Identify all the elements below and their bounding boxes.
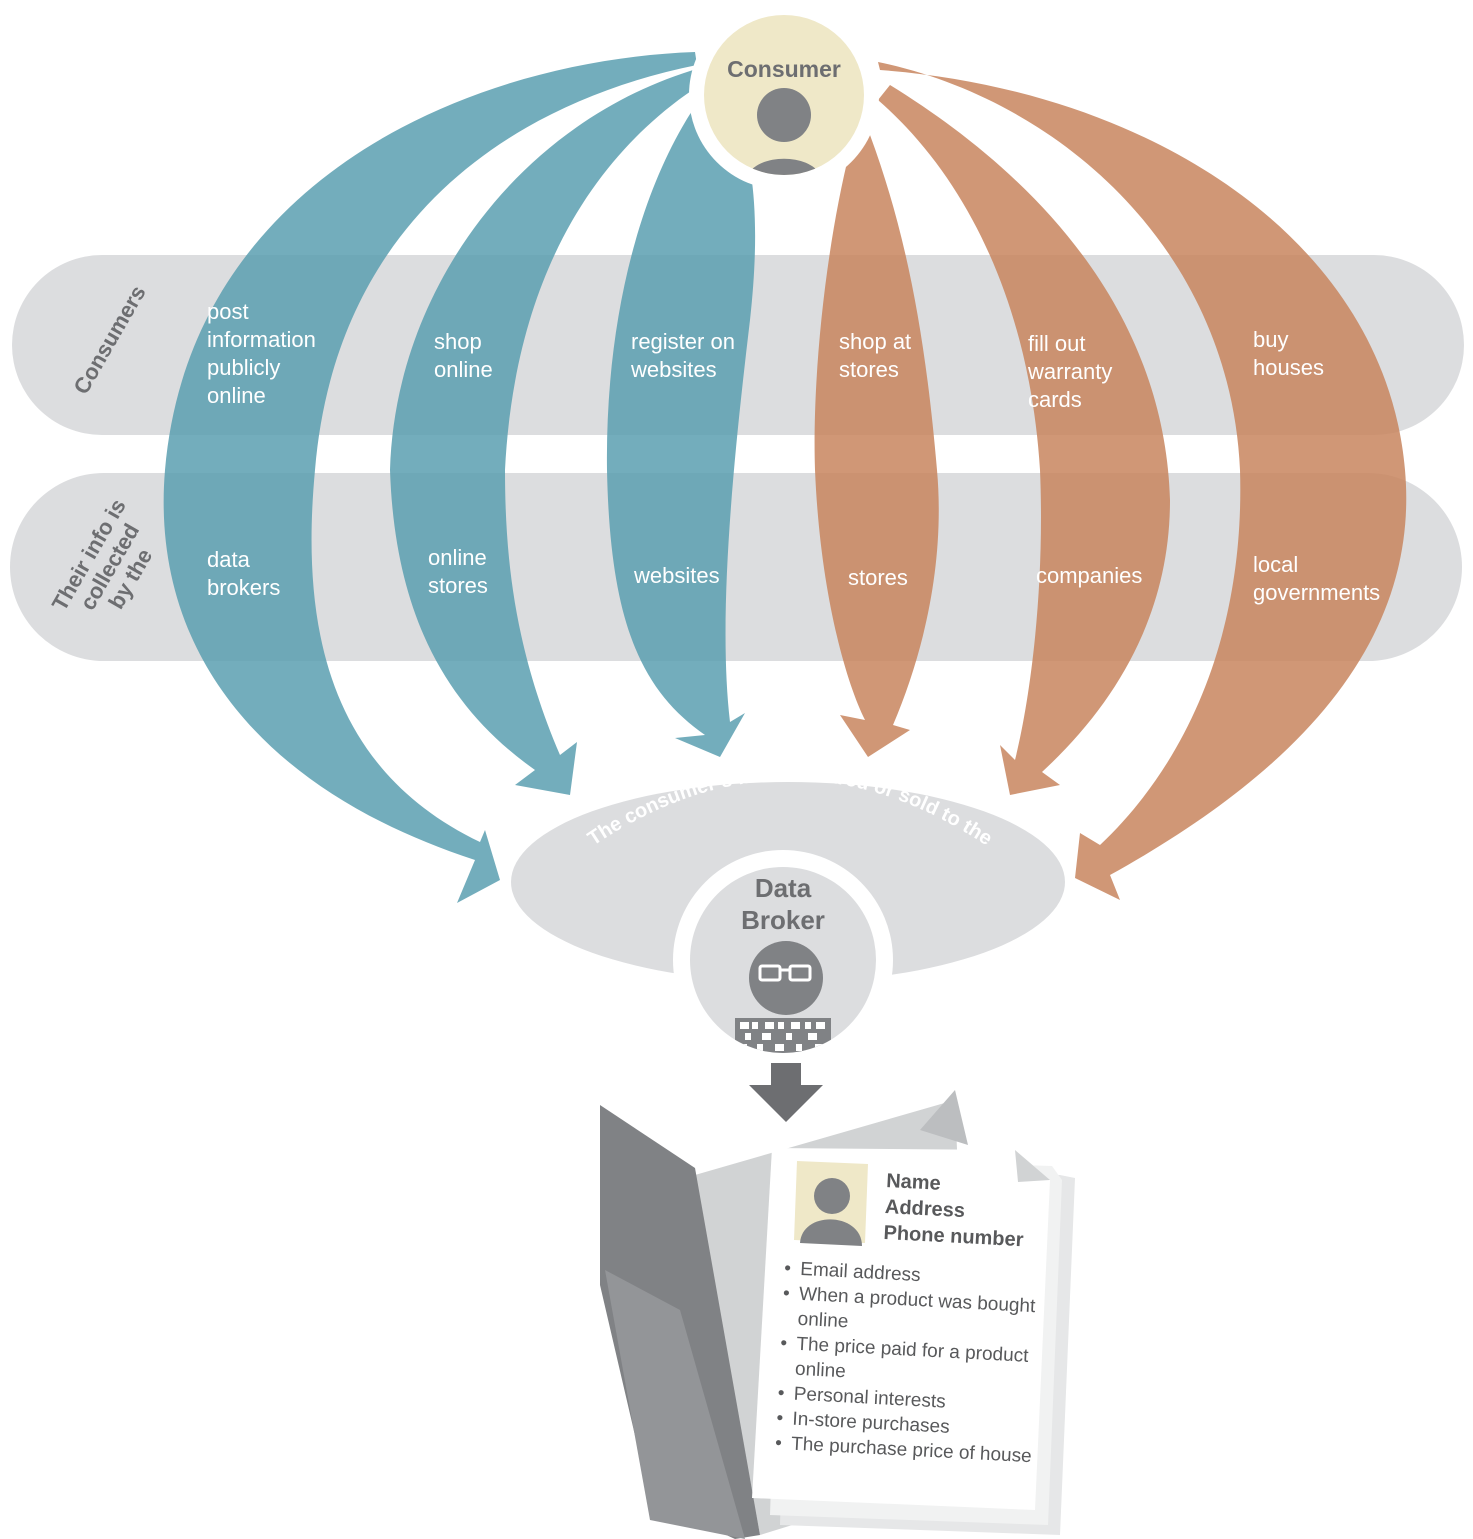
collector-label-data-brokers: data brokers (207, 547, 281, 600)
arrow-fill-out-warranty (878, 85, 1170, 795)
collector-label-stores: stores (848, 565, 908, 590)
person-icon (745, 88, 823, 175)
arrow-shop-at-stores (814, 135, 939, 757)
action-label-buy-houses: buy houses (1253, 327, 1324, 380)
action-label-warranty: fill out warranty cards (1028, 331, 1113, 412)
action-label-register: register on websites (631, 329, 735, 382)
collector-label-companies: companies (1036, 563, 1143, 588)
offline-arrows (814, 62, 1407, 900)
online-arrows (163, 52, 756, 903)
consumer-title: Consumer (727, 56, 841, 82)
profile-photo (794, 1161, 868, 1246)
hacker-with-glasses-icon (735, 941, 831, 1053)
action-label-post-information: post information publicly online (207, 299, 316, 408)
collector-label-online-stores: online stores (428, 545, 488, 598)
arrow-post-information (163, 52, 698, 903)
action-label-shop-online: shop online (434, 329, 493, 382)
action-label-shop-at-stores: shop at stores (839, 329, 912, 382)
broker-title: Data Broker (741, 873, 825, 935)
collector-label-websites: websites (634, 563, 720, 588)
arrow-buy-houses (878, 62, 1407, 900)
arrow-register-on-websites (606, 92, 756, 757)
profile-item-list: Email address When a product was bought … (775, 1256, 1045, 1469)
collector-label-local-governments: local governments (1253, 552, 1381, 605)
arrow-shop-online (390, 68, 700, 795)
down-arrow-icon (749, 1063, 823, 1122)
profile-header: Name Address Phone number (883, 1169, 1024, 1252)
